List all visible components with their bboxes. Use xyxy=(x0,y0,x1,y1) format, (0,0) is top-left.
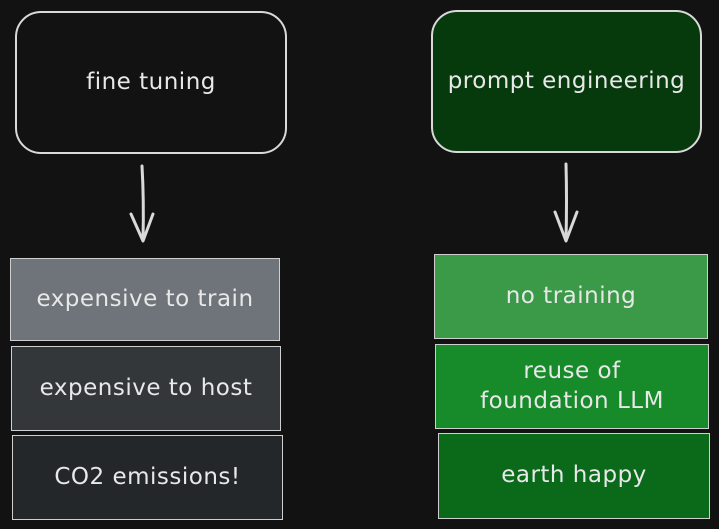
expensive-to-train-box: expensive to train xyxy=(10,258,280,341)
reuse-foundation-llm-box: reuse of foundation LLM xyxy=(435,344,709,429)
left-arrow xyxy=(129,164,155,243)
earth-happy-label: earth happy xyxy=(501,462,647,489)
fine-tuning-node: fine tuning xyxy=(15,11,287,154)
expensive-to-host-label: expensive to host xyxy=(39,374,253,401)
earth-happy-box: earth happy xyxy=(438,433,710,519)
expensive-to-host-box: expensive to host xyxy=(11,346,281,431)
co2-emissions-box: CO2 emissions! xyxy=(12,435,283,520)
prompt-engineering-node: prompt engineering xyxy=(431,10,702,153)
no-training-label: no training xyxy=(505,282,637,309)
expensive-to-train-label: expensive to train xyxy=(36,285,254,312)
right-arrow xyxy=(553,162,579,243)
no-training-box: no training xyxy=(434,254,708,339)
prompt-engineering-label: prompt engineering xyxy=(447,67,686,94)
fine-tuning-label: fine tuning xyxy=(86,68,216,95)
co2-emissions-label: CO2 emissions! xyxy=(54,463,241,490)
reuse-foundation-llm-label: reuse of foundation LLM xyxy=(480,357,664,414)
